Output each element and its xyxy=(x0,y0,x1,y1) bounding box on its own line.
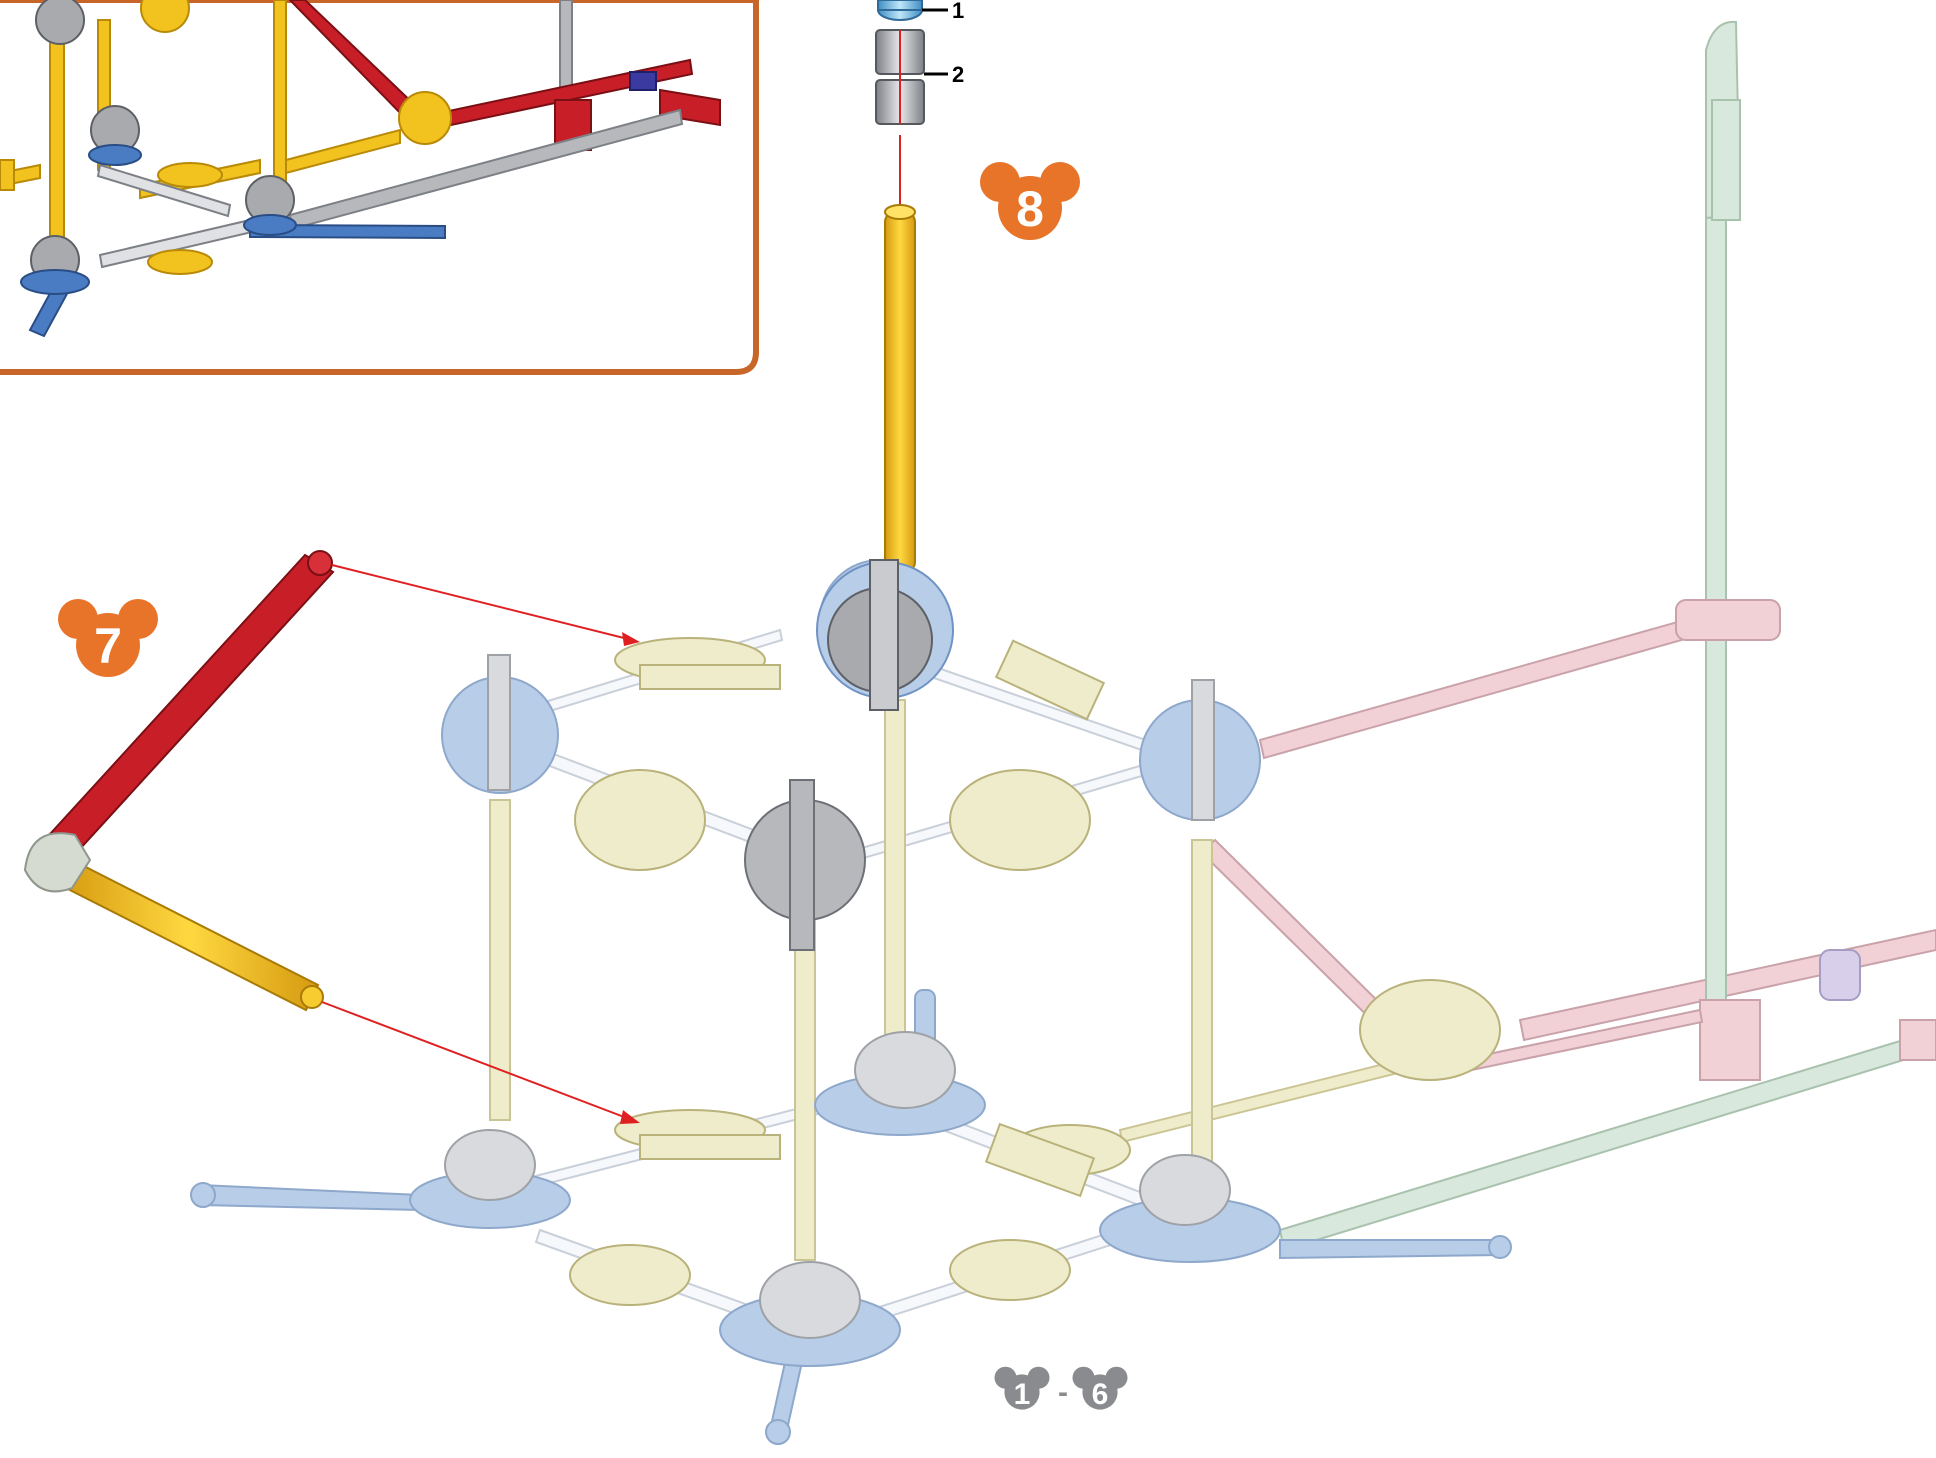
step-8-parts: 1 2 xyxy=(816,0,964,711)
range-end-number: 6 xyxy=(1092,1378,1109,1411)
gray-hub-top xyxy=(816,559,954,711)
spacer-part xyxy=(877,0,923,21)
part-1-label: 1 xyxy=(952,0,964,23)
yellow-rod xyxy=(884,211,916,573)
previous-steps-frame xyxy=(190,20,1936,1445)
range-separator: - xyxy=(1058,1376,1068,1409)
part-2-label: 2 xyxy=(952,62,964,87)
step-7-parts xyxy=(23,550,640,1124)
step-7-badge: 7 xyxy=(58,599,158,677)
step-8-number: 8 xyxy=(1016,181,1044,237)
steps-range-indicator: 1 - 6 xyxy=(994,1366,1128,1411)
inset-panel xyxy=(0,0,759,375)
yellow-rod-diagonal xyxy=(58,858,320,1012)
elbow-connector xyxy=(23,832,92,893)
step-7-number: 7 xyxy=(94,618,122,674)
range-start-number: 1 xyxy=(1014,1378,1031,1411)
bushing-part xyxy=(875,29,925,125)
step-8-badge: 8 xyxy=(980,162,1080,240)
